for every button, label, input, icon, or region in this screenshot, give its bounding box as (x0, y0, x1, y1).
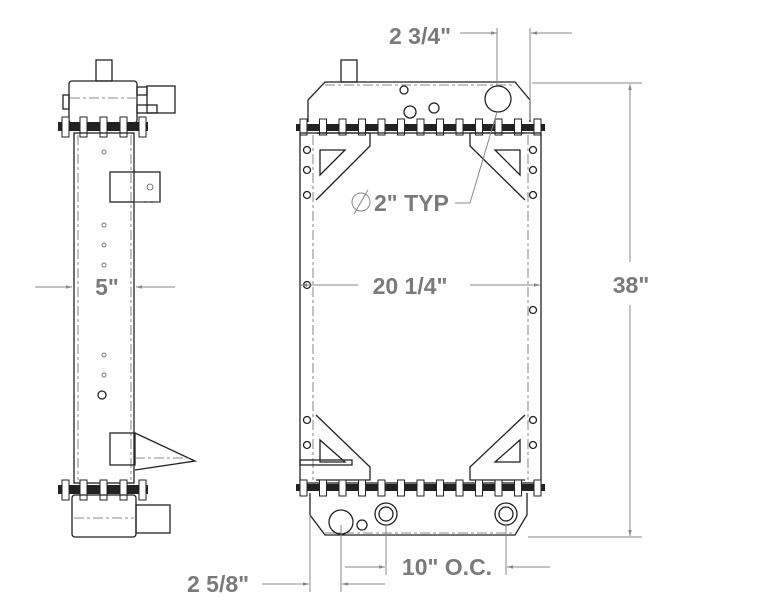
dimension-outlet-spacing-label: 10" O.C. (402, 554, 492, 580)
mount-hole (302, 145, 312, 155)
dimension-depth-label: 5" (95, 274, 119, 300)
bolt (455, 479, 464, 497)
dimension-height: 38" (528, 82, 650, 538)
bolt (338, 118, 347, 136)
mount-hole (528, 440, 538, 450)
bolt (397, 118, 405, 136)
bolt (319, 118, 327, 136)
mount-hole (528, 305, 538, 315)
bolt (299, 118, 308, 136)
bolt (416, 118, 425, 136)
mount-hole (528, 415, 538, 425)
bolt (514, 479, 522, 497)
bolt (338, 479, 347, 497)
bolt (358, 479, 366, 497)
bolt (475, 118, 483, 136)
bolt (416, 479, 425, 497)
bolt (436, 118, 444, 136)
mount-hole (302, 415, 312, 425)
bolt (475, 479, 483, 497)
dimension-width-label: 20 1/4" (373, 273, 448, 299)
front-top-bolts (299, 118, 542, 136)
mount-hole (528, 190, 538, 200)
bolt (494, 118, 503, 136)
mount-hole (302, 165, 312, 175)
mount-hole (302, 440, 312, 450)
bolt (514, 118, 522, 136)
bolt (455, 118, 464, 136)
bolt (377, 479, 386, 497)
dimension-tank-offset: 2 3/4" (389, 23, 572, 120)
dimension-outlet-offset-label: 2 5/8" (187, 571, 249, 597)
dimension-outlet-spacing: 10" O.C. (345, 525, 550, 580)
bolt (299, 479, 308, 497)
bolt (436, 479, 444, 497)
dimension-tank-offset-label: 2 3/4" (389, 23, 451, 49)
mount-hole (302, 190, 312, 200)
bolt (358, 118, 366, 136)
bolt (533, 479, 542, 497)
side-top-bolts (61, 116, 147, 138)
callout-hole-diameter-label: 2" TYP (374, 190, 449, 216)
callout-hole-diameter: 2" TYP (351, 111, 498, 216)
bolt (494, 479, 503, 497)
side-bottom-bolts (61, 479, 147, 501)
bolt (533, 118, 542, 136)
diameter-symbol-icon (351, 189, 371, 215)
dimension-depth: 5" (35, 274, 175, 300)
bolt (377, 118, 386, 136)
fill-hole (484, 85, 512, 113)
side-view (58, 59, 198, 538)
bolt (397, 479, 405, 497)
dimension-outlet-offset: 2 5/8" (187, 515, 385, 597)
mount-hole (528, 145, 538, 155)
front-bottom-bolts (299, 479, 542, 497)
dimension-height-label: 38" (613, 272, 650, 298)
mount-hole (528, 165, 538, 175)
dimension-width: 20 1/4" (301, 273, 540, 299)
bolt (319, 479, 327, 497)
